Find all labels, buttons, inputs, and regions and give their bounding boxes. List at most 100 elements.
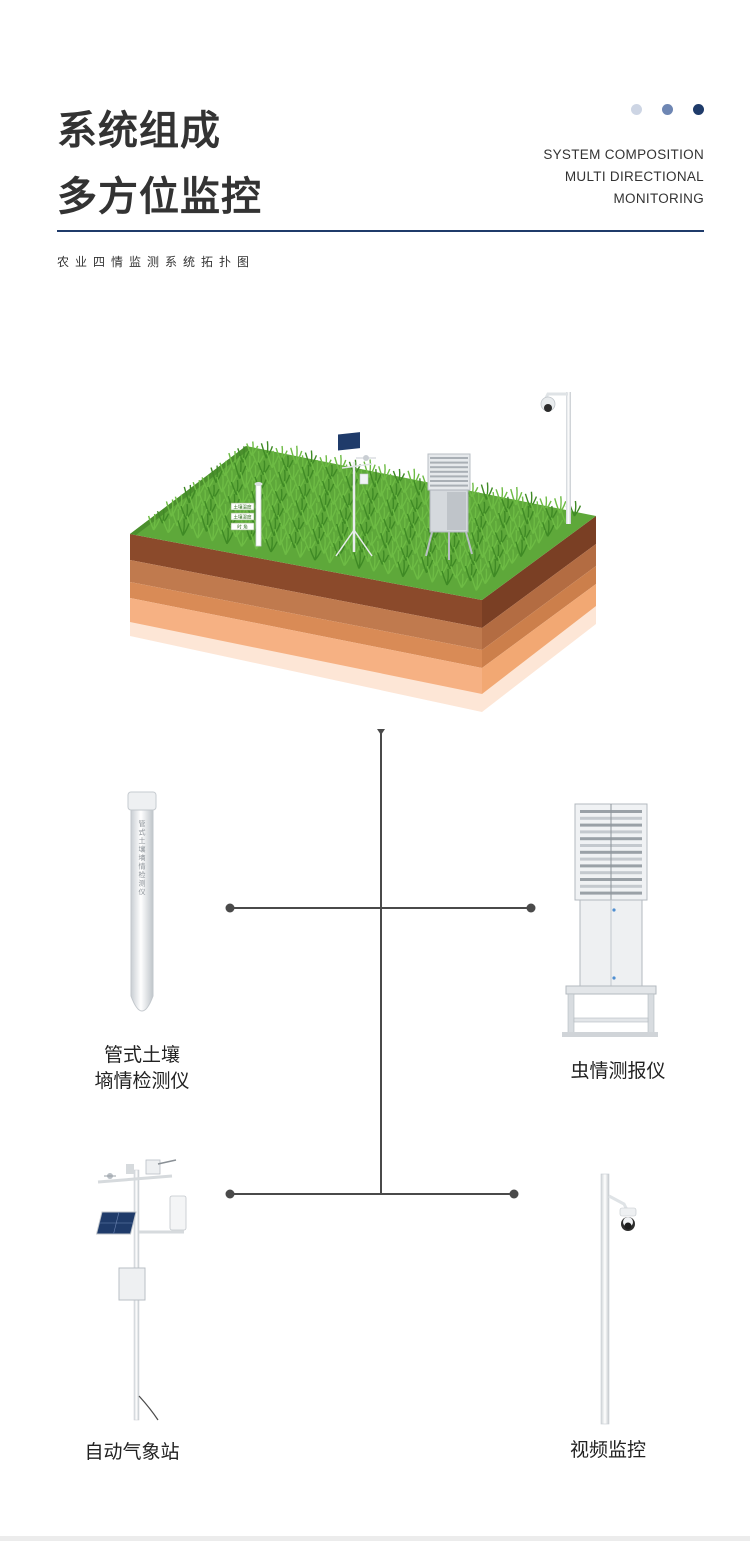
crop-plant — [304, 450, 318, 467]
crop-plant — [495, 487, 508, 503]
crop-plant — [380, 531, 393, 549]
field-insect-trap — [425, 453, 473, 560]
crop-plant — [189, 494, 202, 513]
crop-plant — [394, 535, 408, 552]
crop-plant — [315, 512, 328, 529]
insect-device-label: 虫情测报仪 — [570, 1060, 666, 1082]
crop-plant — [242, 455, 256, 473]
crop-plant — [336, 521, 349, 541]
crop-plant — [309, 546, 322, 561]
video-monitor-label: 视频监控 — [569, 1439, 646, 1461]
weather-station-label: 自动气象站 — [84, 1441, 180, 1463]
crop-plant — [536, 510, 549, 528]
crop-plant — [295, 498, 308, 516]
topology-connectors — [225, 729, 536, 1199]
crop-plant — [377, 507, 390, 523]
crop-plant — [400, 545, 413, 561]
crop-plant — [479, 568, 492, 585]
crop-plant — [321, 522, 334, 538]
crop-plant — [455, 573, 469, 589]
crop-plant — [512, 515, 525, 532]
crop-plant — [147, 513, 161, 531]
crop-plant — [338, 550, 351, 567]
crop-plant — [265, 536, 278, 553]
crop-plant — [374, 521, 387, 540]
crop-plant — [388, 526, 402, 542]
crop-plant — [383, 516, 396, 533]
crop-plant — [281, 455, 294, 471]
crop-plant — [506, 506, 520, 522]
crop-plant — [200, 513, 214, 532]
crop-plant — [228, 450, 241, 470]
crop-plant — [468, 506, 481, 523]
crop-plant — [301, 464, 314, 484]
crop-plant — [271, 503, 284, 520]
crop-plant — [289, 488, 302, 507]
crop-plant — [265, 493, 279, 511]
crop-plant — [406, 554, 419, 571]
crop-plant — [386, 497, 399, 516]
crop-plant — [524, 534, 537, 551]
crop-plant — [277, 512, 290, 530]
crop-plant — [468, 549, 481, 566]
crop-plant — [283, 479, 297, 497]
crop-plant — [515, 496, 529, 515]
trap-slat — [430, 470, 468, 473]
crop-plant — [471, 530, 484, 549]
crop-plant — [233, 460, 247, 479]
crop-plant — [473, 559, 487, 575]
crop-plant — [312, 526, 325, 545]
field-sign: 土壤温度 土壤湿度 时 角 — [230, 482, 263, 547]
trap-slat — [430, 466, 468, 469]
soil-sensor-label: 管式土壤 墒情检测仪 — [82, 1042, 202, 1094]
crop-plant — [304, 493, 317, 510]
dot-dark — [693, 104, 704, 115]
crop-plant — [486, 491, 499, 510]
soil-moisture-tube-sensor: 管式土壤墒情检测仪 — [127, 791, 157, 1012]
crop-plant — [206, 522, 219, 542]
crop-plant — [215, 518, 228, 535]
crop-plant — [162, 518, 175, 534]
soil-sensor-label-line1: 管式土壤 — [103, 1044, 180, 1066]
crop-plant — [470, 573, 483, 591]
crop-plant — [482, 549, 496, 568]
diagram-subtitle: 农业四情监测系统拓扑图 — [57, 255, 256, 269]
crop-plant — [165, 499, 179, 517]
crop-plant — [510, 486, 523, 506]
english-title-line2: MULTI DIRECTIONAL — [564, 169, 704, 184]
crop-plant — [554, 496, 567, 514]
crop-plant — [403, 526, 416, 545]
crop-plant — [406, 511, 420, 529]
dot-light — [631, 104, 642, 115]
crop-plant — [332, 541, 346, 557]
sign-line-1: 土壤温度 — [234, 504, 252, 511]
crop-plant — [411, 564, 425, 580]
crop-plant — [318, 493, 332, 512]
sign-line-2: 土壤湿度 — [234, 514, 252, 521]
field-camera-pole — [540, 392, 571, 524]
crop-plant — [368, 512, 381, 530]
crop-plant — [339, 464, 353, 482]
crop-plant — [327, 531, 340, 548]
crop-plant — [230, 479, 244, 496]
crop-plant — [474, 516, 487, 533]
tube-inscription: 管式土壤墒情检测仪 — [139, 819, 146, 896]
page-title-line2: 多方位监控 — [57, 174, 262, 220]
crop-plant — [480, 482, 494, 500]
crop-plant — [316, 469, 329, 486]
crop-plant — [521, 505, 534, 525]
crop-plant — [515, 539, 528, 558]
crop-plant — [397, 559, 410, 578]
crop-plant — [369, 468, 382, 488]
crop-plant — [318, 536, 331, 554]
crop-plant — [412, 521, 425, 538]
crop-plant — [530, 501, 543, 518]
crop-plant — [221, 484, 235, 503]
english-title-line1: SYSTEM COMPOSITION — [543, 147, 704, 162]
crop-plant — [248, 465, 261, 482]
crop-plant — [298, 483, 311, 500]
crop-plant — [365, 488, 379, 504]
crop-plant — [174, 494, 188, 511]
field-weather-station — [335, 432, 376, 557]
trap-slat — [430, 484, 468, 487]
